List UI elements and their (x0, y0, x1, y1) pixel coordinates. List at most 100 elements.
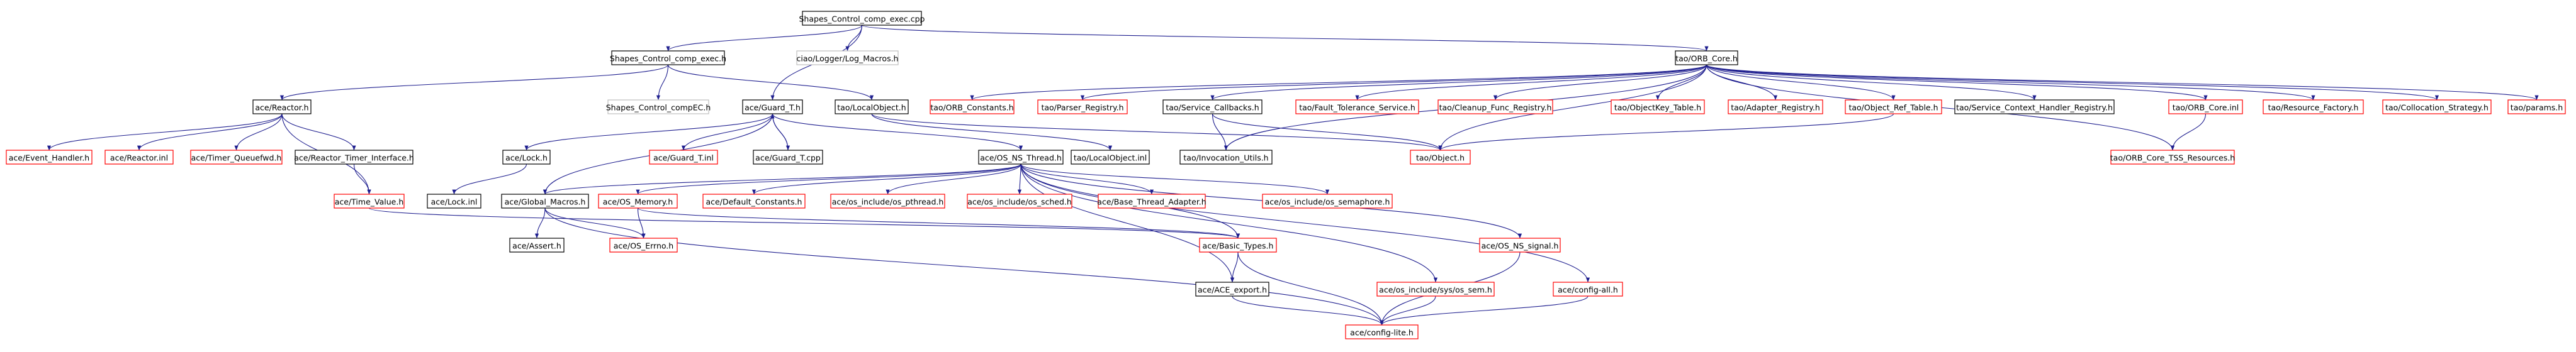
node-label: tao/LocalObject.inl (1074, 153, 1147, 163)
node-label: ace/Guard_T.cpp (755, 153, 821, 163)
node-oserrno[interactable]: ace/OS_Errno.h (609, 238, 678, 253)
edge-line (47, 113, 283, 151)
node-tsscore[interactable]: tao/ORB_Core_TSS_Resources.h (2110, 150, 2235, 165)
edge-orbcore-to-cleanup (1493, 64, 1707, 101)
edge-svccb-to-invocation (1212, 113, 1229, 151)
node-orbconst[interactable]: tao/ORB_Constants.h (930, 99, 1015, 114)
node-globalmacros[interactable]: ace/Global_Macros.h (501, 194, 589, 209)
node-syssem[interactable]: ace/os_include/sys/os_sem.h (1376, 282, 1495, 297)
node-label: ace/Lock.h (505, 153, 548, 163)
node-label: tao/Service_Callbacks.h (1166, 103, 1259, 113)
node-box (1479, 238, 1561, 253)
node-invocation[interactable]: tao/Invocation_Utils.h (1179, 150, 1273, 165)
node-basictypes[interactable]: ace/Basic_Types.h (1199, 238, 1277, 253)
node-ospthread[interactable]: ace/os_include/os_pthread.h (830, 194, 945, 209)
edge-line (544, 207, 1384, 326)
node-collocation[interactable]: tao/Collocation_Strategy.h (2382, 99, 2492, 114)
node-label: tao/ORB_Core_TSS_Resources.h (2110, 153, 2235, 163)
node-guard-cpp[interactable]: ace/Guard_T.cpp (753, 150, 823, 165)
node-localobj-inl[interactable]: tao/LocalObject.inl (1071, 150, 1150, 165)
node-cleanup[interactable]: tao/Cleanup_Func_Registry.h (1437, 99, 1553, 114)
edge-globalmacros-to-assert (534, 207, 546, 239)
node-parserreg[interactable]: tao/Parser_Registry.h (1037, 99, 1128, 114)
node-reactor[interactable]: ace/Reactor.h (252, 99, 312, 114)
node-reactor-inl[interactable]: ace/Reactor.inl (104, 150, 174, 165)
node-box (1845, 99, 1942, 114)
edge-aceexport-to-configlite (1232, 295, 1384, 326)
node-box (649, 150, 718, 165)
node-box (1199, 238, 1277, 253)
node-label: ace/ACE_export.h (1198, 285, 1267, 295)
node-root[interactable]: Shapes_Control_comp_exec.cpp (799, 11, 925, 26)
node-label: ace/Reactor.h (255, 103, 308, 113)
node-timerq[interactable]: ace/Timer_Queuefwd.h (190, 150, 283, 165)
node-box (252, 99, 312, 114)
edge-localobj-h-to-localobj-inl (871, 113, 1112, 151)
node-box (967, 194, 1072, 209)
node-label: ace/Reactor.inl (110, 153, 168, 163)
node-configlite[interactable]: ace/config-lite.h (1345, 324, 1419, 339)
edge-line (1380, 295, 1436, 326)
node-box (796, 50, 899, 65)
node-localobj-h[interactable]: tao/LocalObject.h (835, 99, 909, 114)
node-label: tao/params.h (2511, 103, 2563, 113)
node-box (6, 150, 93, 165)
edge-line (1081, 64, 1707, 101)
edge-basictypes-to-configlite (1237, 251, 1384, 326)
edge-line (1706, 64, 2439, 101)
edge-line (871, 113, 1112, 151)
node-box (1410, 150, 1471, 165)
node-logmacros[interactable]: ciao/Logger/Log_Macros.h (796, 50, 899, 65)
node-guard-t[interactable]: ace/Guard_T.h (742, 99, 803, 114)
edge-osmemory-to-basictypes (637, 207, 1240, 239)
edge-osnsthread-to-ospthread (886, 163, 1021, 195)
node-assert[interactable]: ace/Assert.h (509, 238, 565, 253)
edge-reactor-to-reactor-inl (137, 113, 283, 151)
edge-line (1212, 113, 1443, 151)
node-orbcore-inl[interactable]: tao/ORB_Core.inl (2168, 99, 2243, 114)
node-orbcore[interactable]: tao/ORB_Core.h (1675, 50, 1738, 65)
node-object-h[interactable]: tao/Object.h (1410, 150, 1471, 165)
node-faulttol[interactable]: tao/Fault_Tolerance_Service.h (1295, 99, 1419, 114)
edge-line (1020, 163, 1235, 283)
node-adapterreg[interactable]: tao/Adapter_Registry.h (1728, 99, 1823, 114)
node-box (1195, 282, 1269, 297)
node-scce-h[interactable]: Shapes_Control_comp_exec.h (610, 50, 726, 65)
edge-line (1706, 64, 2539, 101)
node-lock-inl[interactable]: ace/Lock.inl (427, 194, 481, 209)
node-lock-h[interactable]: ace/Lock.h (502, 150, 551, 165)
node-aceexport[interactable]: ace/ACE_export.h (1195, 282, 1269, 297)
node-box (1071, 150, 1150, 165)
node-basethread[interactable]: ace/Base_Thread_Adapter.h (1097, 194, 1206, 209)
node-resfactory[interactable]: tao/Resource_Factory.h (2263, 99, 2364, 114)
node-osnsthread[interactable]: ace/OS_NS_Thread.h (978, 150, 1064, 165)
node-params[interactable]: tao/params.h (2507, 99, 2566, 114)
node-label: ciao/Logger/Log_Macros.h (797, 54, 899, 63)
node-box (830, 194, 945, 209)
node-label: tao/ORB_Core.h (1675, 54, 1738, 63)
node-configall[interactable]: ace/config-all.h (1553, 282, 1623, 297)
node-reactortimer[interactable]: ace/Reactor_Timer_Interface.h (294, 150, 414, 165)
node-objref[interactable]: tao/Object_Ref_Table.h (1845, 99, 1942, 114)
edge-line (2170, 113, 2207, 151)
edge-scce-h-to-compec (656, 64, 669, 101)
node-compec[interactable]: Shapes_Control_compEC.h (606, 99, 711, 114)
node-svcctx[interactable]: tao/Service_Context_Handler_Registry.h (1954, 99, 2115, 114)
node-timevalue[interactable]: ace/Time_Value.h (334, 194, 405, 209)
node-eventhandler[interactable]: ace/Event_Handler.h (6, 150, 93, 165)
node-objkey[interactable]: tao/ObjectKey_Table.h (1611, 99, 1705, 114)
edge-configall-to-configlite (1380, 295, 1589, 326)
node-ossemaphore[interactable]: ace/os_include/os_semaphore.h (1262, 194, 1393, 209)
node-defconst[interactable]: ace/Default_Constants.h (702, 194, 806, 209)
node-box (2382, 99, 2492, 114)
node-guard-inl[interactable]: ace/Guard_T.inl (649, 150, 718, 165)
node-svccb[interactable]: tao/Service_Callbacks.h (1162, 99, 1263, 114)
node-ossched[interactable]: ace/os_include/os_sched.h (967, 194, 1072, 209)
node-osnssignal[interactable]: ace/OS_NS_signal.h (1479, 238, 1561, 253)
node-box (1262, 194, 1393, 209)
edge-osmemory-to-oserrno (637, 207, 646, 239)
edge-line (1655, 64, 1707, 101)
node-osmemory[interactable]: ace/OS_Memory.h (598, 194, 678, 209)
edge-osnsthread-to-configall (1020, 163, 1590, 283)
